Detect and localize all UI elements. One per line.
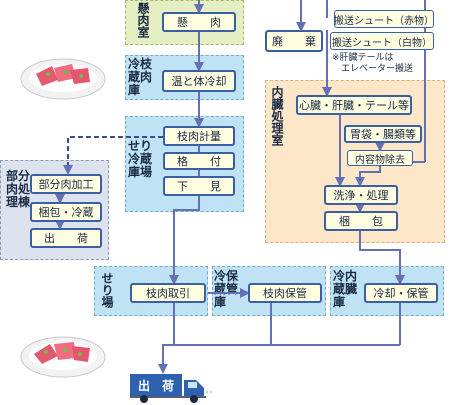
offal-room-label: 内臓処理室 [270,86,284,146]
cool-storage-box: 冷却・保管 [364,283,438,303]
chilling-box: 温と体冷却 [162,70,236,92]
carcass-auction-box: 枝肉取引 [130,283,206,303]
packing-refrig-box: 梱包・冷蔵 [30,202,102,222]
suspension-room-label: 懸肉室 [136,2,150,38]
seri-cold-storage-label: せり冷蔵庫場 [128,140,158,179]
truck-icon [130,374,212,403]
grading-box: 格 付 [163,152,235,170]
shipping-label: 出 荷 [137,378,174,393]
offal-cold-label: 冷内蔵臓庫 [333,270,361,309]
carcass-weighing-box: 枝肉計量 [163,126,235,146]
wash-process-box: 洗浄・処理 [324,185,398,205]
carcass-cold-storage-label: 冷枝蔵肉庫 [128,58,158,97]
carcass-cold-storage-label-text: 冷枝蔵肉庫 [128,57,153,97]
suspension-box: 懸 肉 [162,12,236,32]
meat-plate-icon [20,336,106,378]
chute-white-box: 搬送シュート（白物） [330,32,434,50]
subprimal-building-label-text: 部分肉処理棟 [6,169,31,209]
offal-packing-box: 梱 包 [324,211,398,231]
subprimal-processing-box: 部分肉加工 [30,174,102,194]
subprimal-building-label: 部分肉処理棟 [6,170,34,209]
chute-red-box: 搬送シュート（赤物） [334,10,434,28]
contents-removal-box: 内容物除去 [347,150,413,166]
elevator-note: ※肝臓テールは エレベーター搬送 [332,53,414,74]
organs-box: 心臓・肝臓・テール等 [296,95,412,115]
carcass-storage-box: 枝肉保管 [248,283,322,303]
stomach-intestine-box: 胃袋・腸類等 [344,125,422,143]
seri-cold-storage-label-text: せり冷蔵庫場 [128,139,153,179]
viewing-box: 下 見 [163,176,235,196]
offal-cold-label-text: 冷内蔵臓庫 [333,269,358,309]
subprimal-shipping-box: 出 荷 [30,228,102,248]
meat-plate-icon [20,58,106,100]
waste-box: 廃 棄 [265,30,323,52]
seri-area-label: せり場 [100,272,114,308]
